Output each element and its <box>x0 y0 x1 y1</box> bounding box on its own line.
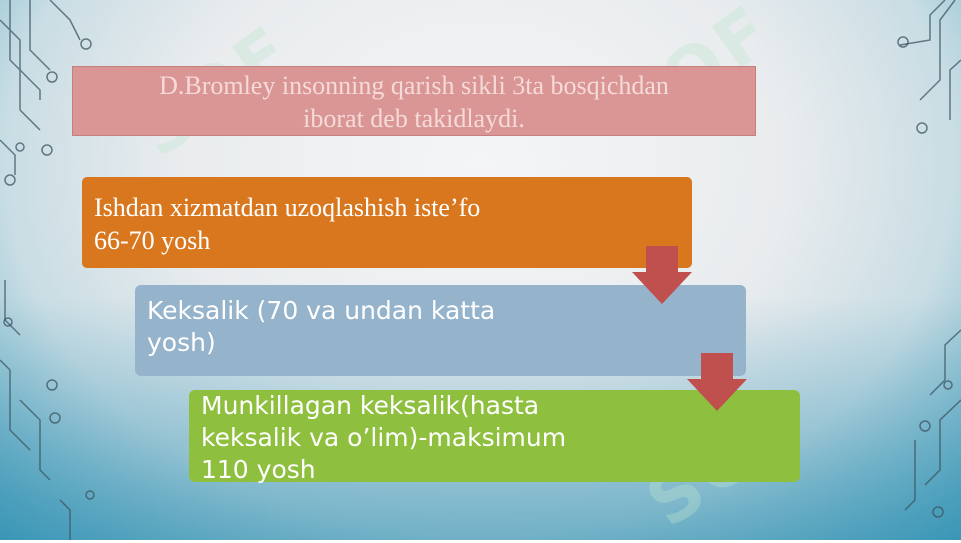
step-text-line: yosh) <box>147 328 216 357</box>
step-text-line: Keksalik (70 va undan katta <box>147 296 496 325</box>
step-text-line: keksalik va o’lim)-maksimum <box>201 423 567 452</box>
step-text-line: 110 yosh <box>201 455 316 484</box>
step-text-line: Munkillagan keksalik(hasta <box>201 391 540 420</box>
step-text-line: Ishdan xizmatdan uzoqlashish iste’fo <box>94 193 481 222</box>
step-senility: Munkillagan keksalik(hasta keksalik va o… <box>189 390 800 484</box>
title-line-1: D.Bromley insonning qarish sikli 3ta bos… <box>159 71 669 100</box>
step-retirement: Ishdan xizmatdan uzoqlashish iste’fo 66-… <box>82 177 692 268</box>
slide-title: D.Bromley insonning qarish sikli 3ta bos… <box>72 66 756 136</box>
step-text-line: 66-70 yosh <box>94 226 211 255</box>
title-line-2: iborat deb takidlaydi. <box>303 104 525 133</box>
down-arrow-icon <box>632 246 692 304</box>
down-arrow-icon <box>687 353 747 411</box>
step-old-age: Keksalik (70 va undan katta yosh) <box>135 285 746 376</box>
